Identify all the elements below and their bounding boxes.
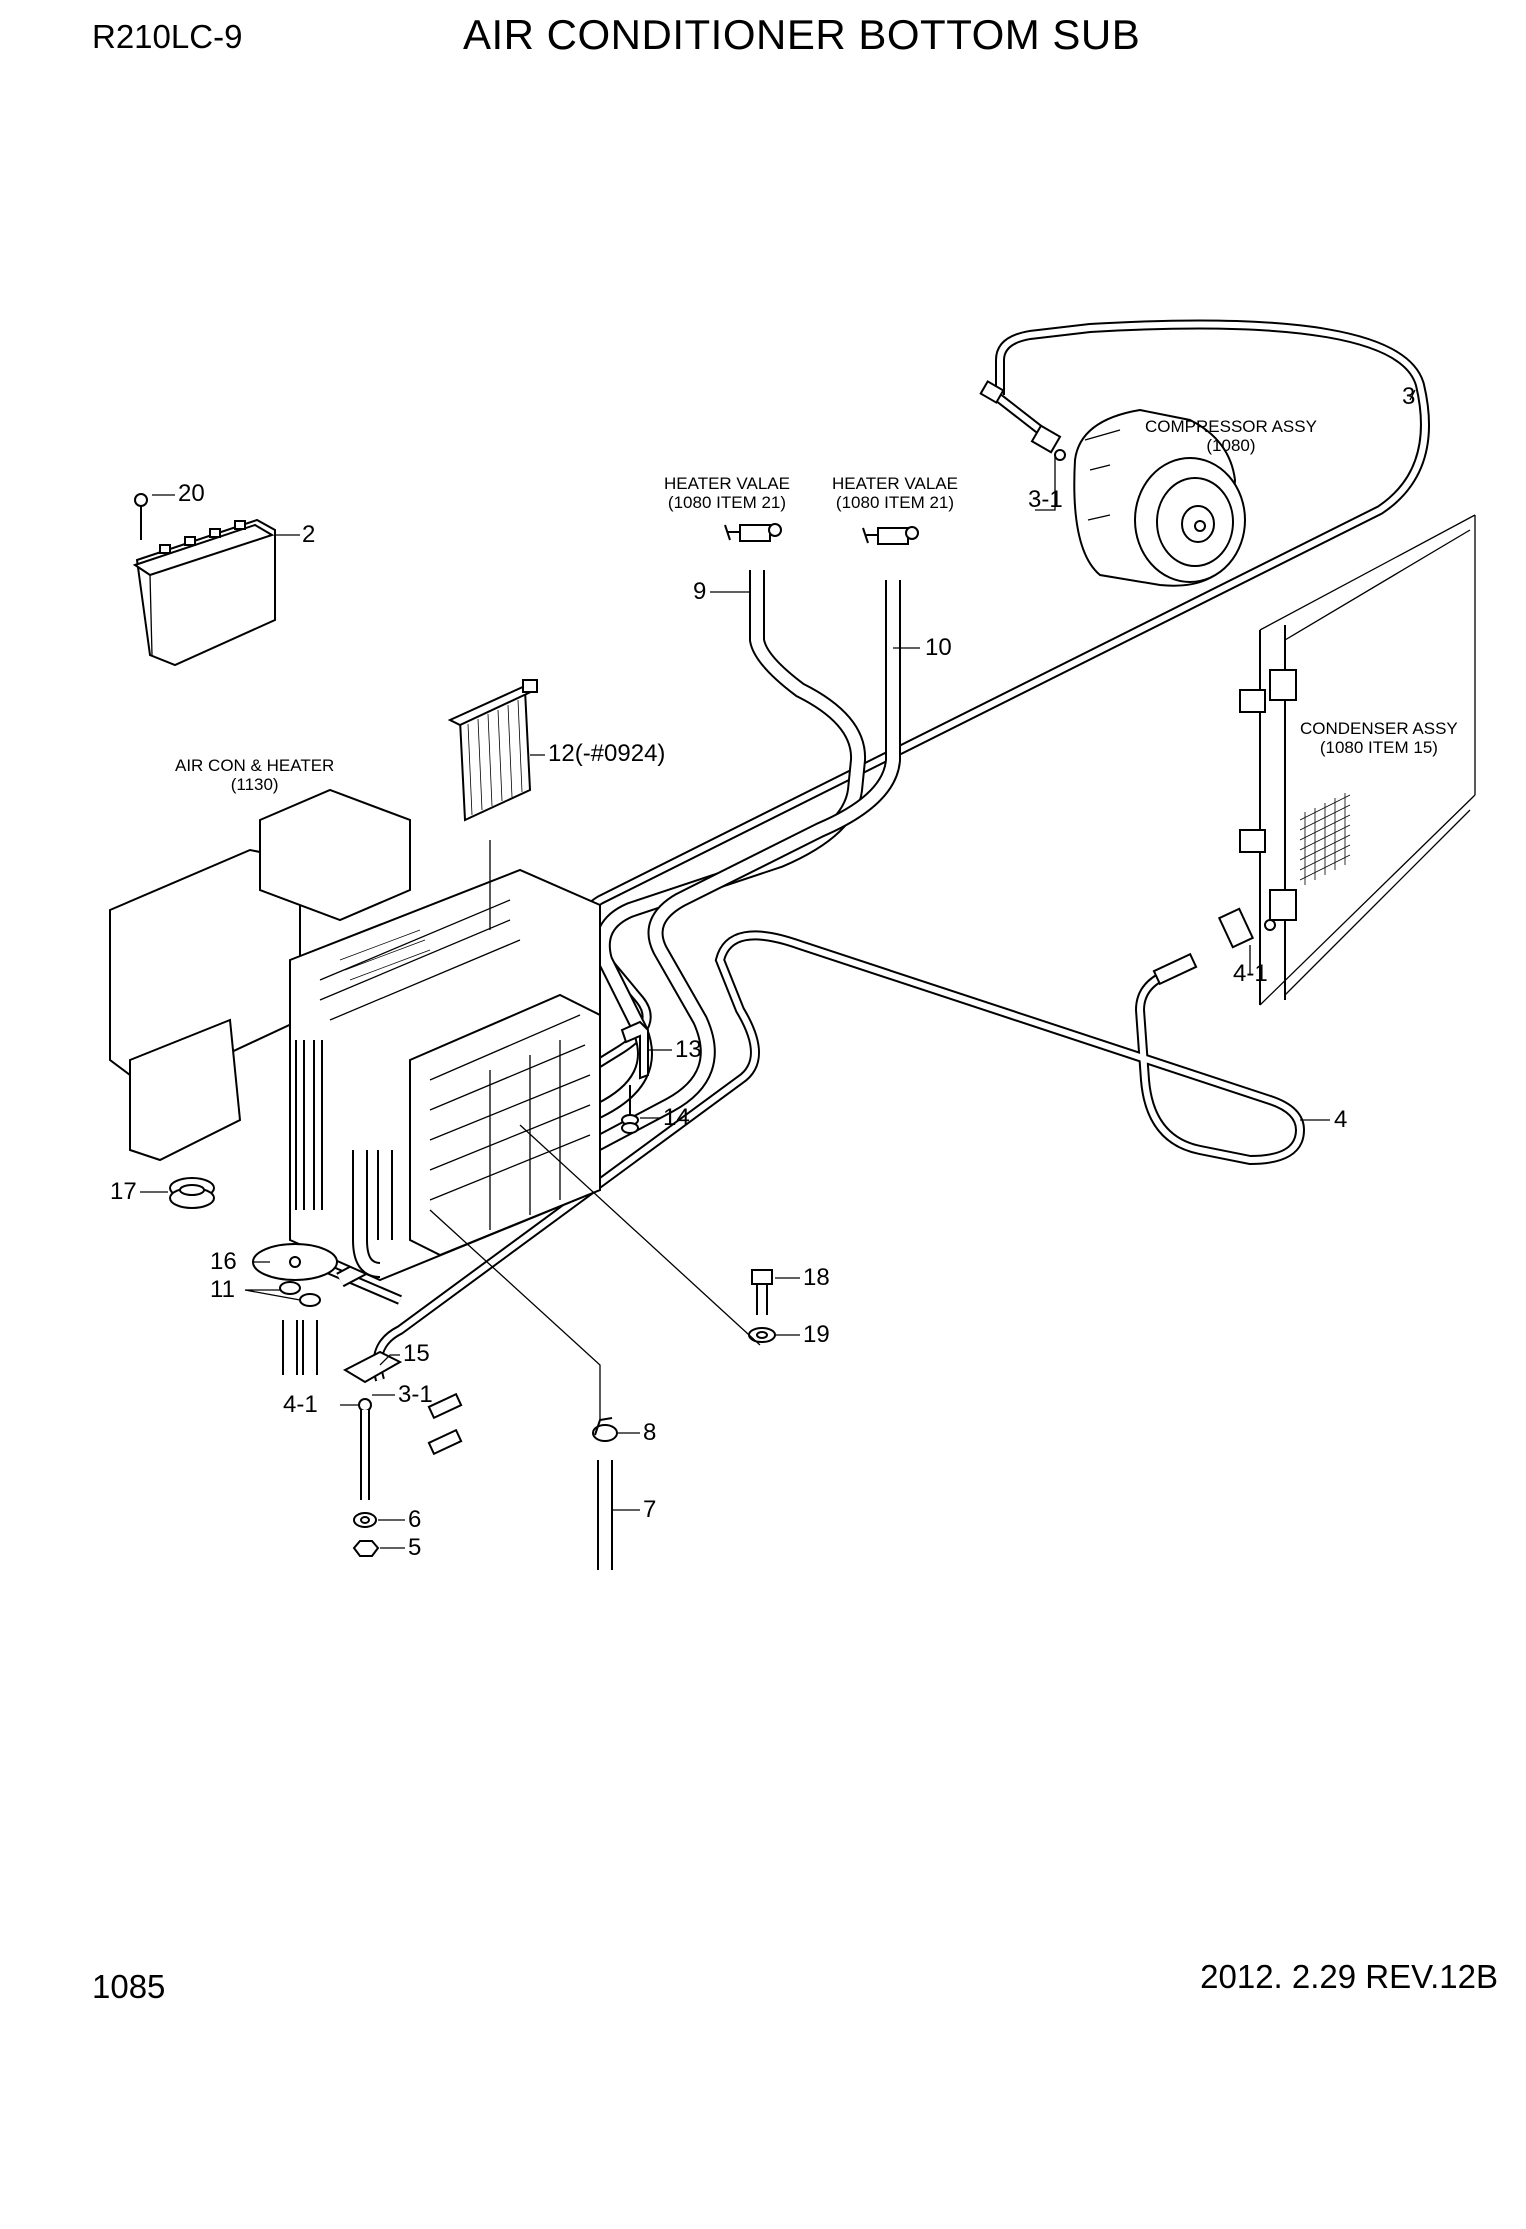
air-con-heater-ref: (1130) <box>230 774 279 794</box>
bracket-13 <box>620 1020 649 1080</box>
compressor-assy <box>979 380 1246 587</box>
condenser-fins <box>1299 793 1351 885</box>
air-con-heater-name: AIR CON & HEATER <box>175 756 335 775</box>
callout-2: 2 <box>302 521 316 548</box>
callout-4-1-condenser: 4-1 <box>1233 960 1268 987</box>
pipe-fittings <box>427 952 1198 1456</box>
callout-10: 10 <box>925 634 952 661</box>
callout-4-1-bracket: 4-1 <box>283 1391 318 1418</box>
compressor-assy-ref: (1080) <box>1206 435 1256 455</box>
callout-19: 19 <box>803 1321 830 1348</box>
nut-5 <box>352 1540 380 1557</box>
callout-18: 18 <box>803 1264 830 1291</box>
hose-10 <box>336 580 901 1288</box>
drain-tubes <box>282 1320 318 1375</box>
heater-valve-left <box>724 523 782 542</box>
callout-15: 15 <box>403 1340 430 1367</box>
heater-valve-left-name: HEATER VALAE <box>664 474 790 493</box>
callout-5: 5 <box>408 1534 422 1561</box>
heater-valve-right-name: HEATER VALAE <box>832 474 958 493</box>
callout-6: 6 <box>408 1506 422 1533</box>
callout-16: 16 <box>210 1248 237 1275</box>
callout-7: 7 <box>643 1496 657 1523</box>
model-code: R210LC-9 <box>92 18 243 55</box>
revision-date: 2012. 2.29 REV.12B <box>1200 1958 1498 1995</box>
callout-17: 17 <box>110 1178 137 1205</box>
page-number: 1085 <box>92 1968 166 2005</box>
bolt-18 <box>751 1269 773 1315</box>
page-title: AIR CONDITIONER BOTTOM SUB <box>463 11 1141 58</box>
callout-3: 3 <box>1402 383 1416 410</box>
condenser-assy-name: CONDENSER ASSY <box>1300 719 1458 738</box>
washer-19 <box>748 1327 776 1343</box>
condenser-assy <box>1217 514 1476 1006</box>
filter-element <box>447 679 538 822</box>
washer-6 <box>353 1512 377 1528</box>
condenser-assy-ref: (1080 ITEM 15) <box>1319 737 1438 757</box>
grommet-17 <box>169 1177 215 1209</box>
air-con-heater-unit <box>109 788 601 1282</box>
pipe-4 <box>372 930 1306 1382</box>
caps-11 <box>279 1281 321 1307</box>
heater-valve-right-ref: (1080 ITEM 21) <box>835 492 955 512</box>
leader-lines <box>140 389 1416 1549</box>
seal-plate-16 <box>252 1243 338 1281</box>
heater-valve-left-ref: (1080 ITEM 21) <box>667 492 787 512</box>
control-panel <box>132 493 276 667</box>
clamp-8 <box>592 1417 618 1442</box>
callout-13: 13 <box>675 1036 702 1063</box>
air-con-heater-label: AIR CON & HEATER (1130) <box>175 756 335 794</box>
compressor-assy-name: COMPRESSOR ASSY <box>1145 417 1317 436</box>
callout-20: 20 <box>178 480 205 507</box>
callout-3-1-compressor: 3-1 <box>1028 486 1063 513</box>
callout-9: 9 <box>693 578 707 605</box>
callout-4: 4 <box>1334 1106 1348 1133</box>
callout-8: 8 <box>643 1419 657 1446</box>
callout-11: 11 <box>210 1276 235 1303</box>
callout-14: 14 <box>663 1104 690 1131</box>
callout-3-1-bracket: 3-1 <box>398 1381 433 1408</box>
heater-valve-left-label: HEATER VALAE (1080 ITEM 21) <box>664 474 790 512</box>
bracket-15 <box>342 1350 403 1500</box>
bolt-14 <box>621 1085 639 1134</box>
callout-12: 12(-#0924) <box>548 740 666 767</box>
heater-valve-right <box>862 526 919 545</box>
condenser-assy-label: CONDENSER ASSY (1080 ITEM 15) <box>1300 719 1458 757</box>
compressor-assy-label: COMPRESSOR ASSY (1080) <box>1145 417 1317 455</box>
heater-valve-right-label: HEATER VALAE (1080 ITEM 21) <box>832 474 958 512</box>
pipe-3 <box>310 319 1430 1305</box>
